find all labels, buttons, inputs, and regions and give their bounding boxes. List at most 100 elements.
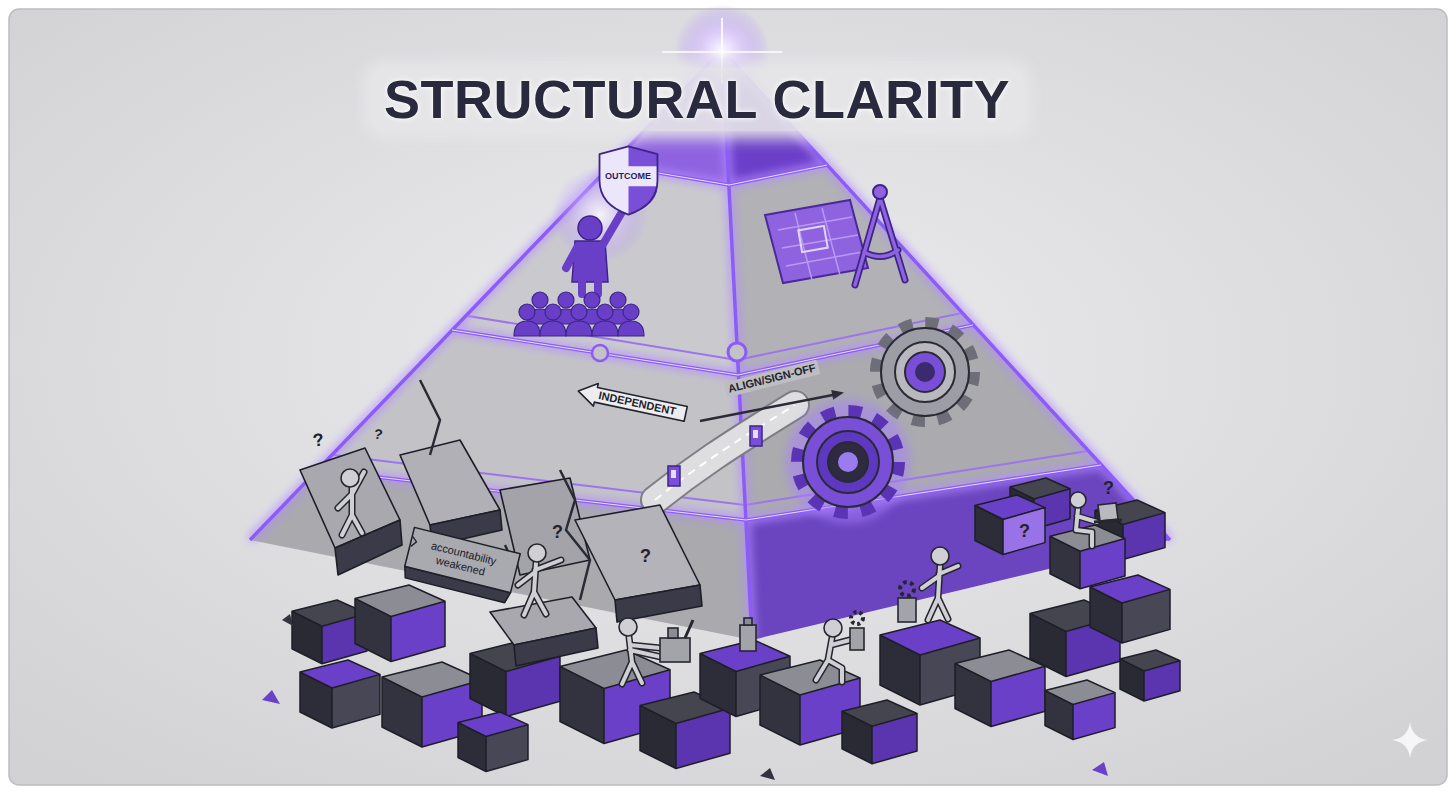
stick-figure xyxy=(1070,492,1097,546)
cracked-block-outline xyxy=(405,527,520,592)
crack-line xyxy=(560,470,590,600)
pebble xyxy=(760,768,775,780)
outcome-shield-outline xyxy=(600,146,658,214)
stick-figure xyxy=(816,638,850,682)
stick-figure xyxy=(338,469,364,535)
gear-icon xyxy=(878,325,972,419)
blueprint-icon xyxy=(798,226,827,252)
blueprint-icon xyxy=(765,200,868,283)
cracked-block-outline xyxy=(410,536,418,547)
shield-label: OUTCOME xyxy=(605,171,652,182)
stick-figure xyxy=(518,544,561,615)
crack-line xyxy=(420,380,440,455)
stick-figure xyxy=(922,547,958,620)
pyramid-glow-edge xyxy=(250,50,1170,640)
audience-group xyxy=(514,292,644,336)
rubble xyxy=(1090,575,1170,643)
presenter-figure xyxy=(602,212,622,246)
gear-icon xyxy=(817,431,879,493)
laptop-icon xyxy=(1094,503,1122,522)
gear-icon xyxy=(786,400,910,524)
puzzle-knob xyxy=(728,343,746,361)
compass-icon xyxy=(873,185,887,199)
machine-icon xyxy=(660,638,690,662)
diagram-title: STRUCTURAL CLARITY xyxy=(370,68,1024,131)
question-mark: ? xyxy=(640,546,651,567)
audience-group xyxy=(566,321,592,336)
gear-icon xyxy=(828,442,868,482)
gate-icon xyxy=(671,470,676,478)
gear-icon xyxy=(803,417,893,507)
gear-icon xyxy=(895,342,955,402)
stick-figure xyxy=(1076,509,1097,546)
machine-icon xyxy=(898,598,916,622)
stick-figure xyxy=(922,566,958,620)
machine-icon xyxy=(740,625,756,651)
watermark-sparkle xyxy=(1392,722,1428,758)
audience-group xyxy=(618,321,644,336)
background-panel xyxy=(9,9,1447,785)
audience-group xyxy=(571,304,587,320)
audience-group xyxy=(623,304,639,320)
audience-group xyxy=(584,292,600,308)
audience-group xyxy=(540,321,566,336)
gear-icon xyxy=(881,328,969,416)
pebble xyxy=(262,614,1108,780)
rubble xyxy=(458,712,528,772)
stick-figure xyxy=(816,638,850,682)
stick-figure xyxy=(1070,492,1086,508)
audience-group xyxy=(532,292,548,308)
outcome-shield-outline xyxy=(600,146,658,214)
blueprint-icon xyxy=(765,200,868,283)
stick-figure xyxy=(619,618,661,684)
rubble xyxy=(292,478,1180,772)
stick-figure xyxy=(518,560,561,615)
gear-icon xyxy=(786,400,910,524)
direction-arrow-sign-outline xyxy=(576,380,688,425)
machine-icon xyxy=(900,582,914,596)
audience-group xyxy=(558,292,574,308)
rubble xyxy=(1045,680,1115,740)
audience-group xyxy=(545,304,561,320)
machine-icon xyxy=(660,618,756,662)
gear-icon xyxy=(799,413,897,511)
stick-figure xyxy=(622,637,661,684)
stick-figure xyxy=(824,619,842,637)
gear-icon xyxy=(878,325,972,419)
question-mark: ? xyxy=(1103,478,1114,499)
audience-group xyxy=(519,304,535,320)
stick-figure xyxy=(922,566,958,620)
rubble xyxy=(1120,650,1180,701)
machine-icon xyxy=(744,618,752,625)
audience-group xyxy=(610,292,626,308)
machine-icon xyxy=(851,612,863,624)
stick-figure xyxy=(816,619,850,682)
compass-icon xyxy=(855,198,905,285)
rubble xyxy=(842,700,917,764)
gear-icon xyxy=(838,452,858,472)
machine-icon xyxy=(850,582,916,650)
pyramid-edge xyxy=(250,50,1170,640)
pyramid-edge xyxy=(250,50,1170,640)
audience-group xyxy=(597,304,613,320)
laptop-icon xyxy=(1098,503,1118,521)
presenter-figure xyxy=(566,212,622,294)
broken-slab xyxy=(615,585,702,622)
stick-figure xyxy=(1076,509,1097,546)
broken-slab xyxy=(400,440,500,525)
stick-figure xyxy=(518,560,561,615)
pebble xyxy=(262,690,280,704)
audience-group xyxy=(592,321,618,336)
gate-icon xyxy=(750,426,762,446)
broken-slab xyxy=(514,628,598,666)
gate-icon xyxy=(753,430,758,438)
gate-icon xyxy=(668,466,680,486)
presenter-figure xyxy=(566,246,578,268)
compass-icon xyxy=(855,185,905,285)
pebble xyxy=(1092,762,1108,776)
question-mark: ? xyxy=(552,522,563,543)
flow-arrow xyxy=(831,390,844,400)
rubble xyxy=(300,660,380,728)
outcome-shield: OUTCOME xyxy=(597,145,660,216)
broken-slab xyxy=(575,505,700,600)
